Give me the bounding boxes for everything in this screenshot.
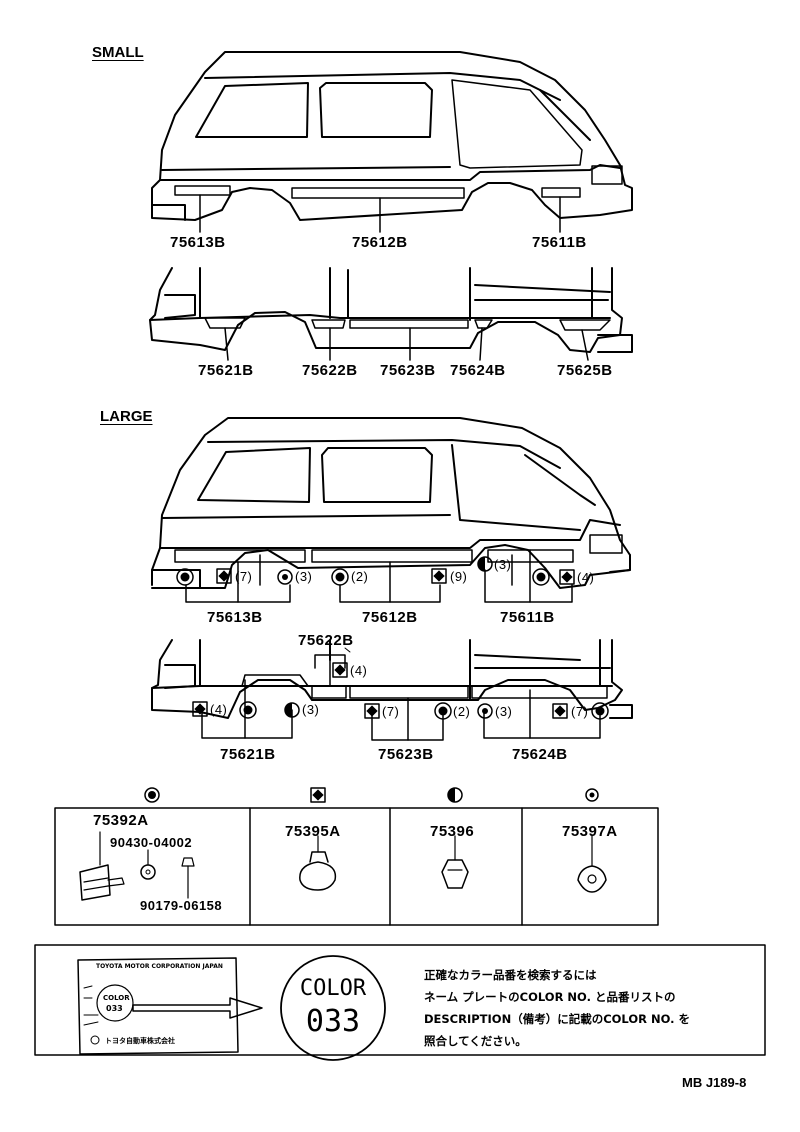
- nameplate-footer: トヨタ自動車株式会社: [105, 1037, 175, 1045]
- legend-part-75395a: 75395A: [285, 823, 341, 840]
- qty-label: (7): [235, 569, 253, 584]
- large-upper-fastener-symbols: [176, 556, 575, 586]
- part-label-small-upper-2: 75612B: [352, 234, 408, 251]
- nameplate-header: TOYOTA MOTOR CORPORATION JAPAN: [96, 963, 223, 970]
- instruction-line: DESCRIPTION（備考）に記載のCOLOR NO. を: [424, 1012, 690, 1026]
- part-label-large-lower-4: 75624B: [512, 746, 568, 763]
- section-title-large: LARGE: [100, 408, 153, 425]
- color-note-box: [34, 944, 766, 1061]
- part-label-small-lower-5: 75625B: [557, 362, 613, 379]
- legend-part-75392a: 75392A: [93, 812, 149, 829]
- part-label-small-lower-2: 75622B: [302, 362, 358, 379]
- instruction-line: 正確なカラー品番を検索するには: [424, 968, 597, 982]
- reference-code: MB J189-8: [682, 1075, 747, 1090]
- color-badge-number: 033: [305, 1004, 361, 1039]
- qty-label: (3): [494, 557, 512, 572]
- part-label-small-lower-4: 75624B: [450, 362, 506, 379]
- legend-part-75396: 75396: [430, 823, 475, 840]
- legend-part-75397a: 75397A: [562, 823, 618, 840]
- qty-label: (3): [495, 704, 513, 719]
- van-small-side-view: [151, 51, 633, 233]
- legend-subpart-2: 90179-06158: [140, 898, 223, 913]
- fastener-legend-table: [54, 787, 659, 926]
- color-instructions: 正確なカラー品番を検索するには ネーム プレートのCOLOR NO. と品番リス…: [424, 964, 764, 1052]
- qty-label: (2): [453, 704, 471, 719]
- part-label-small-lower-1: 75621B: [198, 362, 254, 379]
- instruction-line: 照合してください。: [424, 1034, 527, 1048]
- part-label-large-upper-3: 75611B: [500, 609, 555, 626]
- nameplate-color-no: 033: [106, 1004, 123, 1013]
- color-badge-word: COLOR: [299, 976, 367, 1001]
- part-label-large-upper-1: 75613B: [207, 609, 263, 626]
- part-label-large-lower-3: 75623B: [378, 746, 434, 763]
- instruction-line: ネーム プレートのCOLOR NO. と品番リストの: [424, 990, 676, 1004]
- qty-label: (3): [302, 702, 320, 717]
- qty-label: (7): [571, 704, 589, 719]
- part-label-small-lower-3: 75623B: [380, 362, 436, 379]
- qty-label: (4): [350, 663, 368, 678]
- nameplate-color-word: COLOR: [103, 994, 130, 1002]
- van-large-other-side: [151, 639, 633, 741]
- legend-subpart-1: 90430-04002: [110, 835, 193, 850]
- section-title-small: SMALL: [92, 44, 144, 61]
- part-label-large-lower-2: 75621B: [220, 746, 276, 763]
- van-small-other-side: [149, 267, 633, 361]
- qty-label: (4): [577, 570, 595, 585]
- qty-label: (7): [382, 704, 400, 719]
- qty-label: (2): [351, 569, 369, 584]
- part-label-large-lower-1: 75622B: [298, 632, 354, 649]
- large-lower-fastener-symbols: [192, 662, 609, 720]
- part-label-small-upper-3: 75611B: [532, 234, 587, 251]
- qty-label: (3): [295, 569, 313, 584]
- qty-label: (9): [450, 569, 468, 584]
- van-large-side-view: [151, 417, 631, 603]
- qty-label: (4): [210, 702, 228, 717]
- part-label-large-upper-2: 75612B: [362, 609, 418, 626]
- part-label-small-upper-1: 75613B: [170, 234, 226, 251]
